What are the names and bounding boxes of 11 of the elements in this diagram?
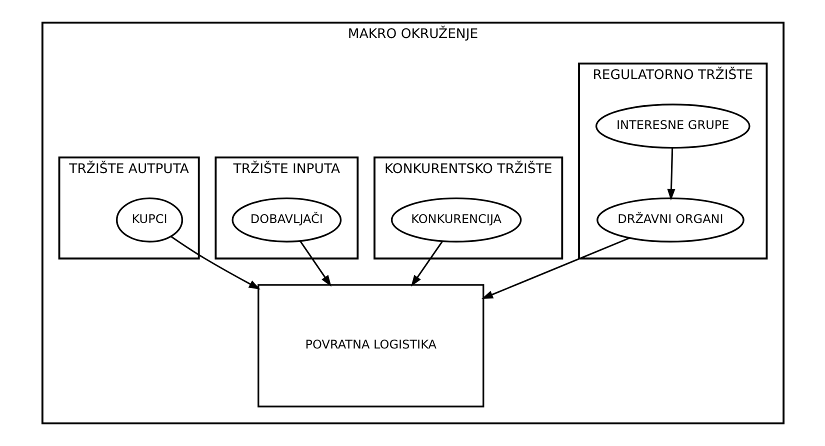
node-ellipse: INTERESNE GRUPE — [594, 104, 750, 149]
arrow — [299, 240, 331, 287]
node-ellipse: KUPCI — [116, 198, 183, 242]
node-ellipse: KONKURENCIJA — [390, 198, 522, 242]
node-ellipse: DRŽAVNI ORGANI — [596, 198, 744, 242]
arrow — [410, 241, 442, 287]
node-box: POVRATNA LOGISTIKA — [257, 284, 484, 408]
arrow — [666, 148, 675, 200]
arrow — [170, 236, 260, 290]
arrow — [480, 237, 630, 300]
node-ellipse: DOBAVLJAČI — [231, 198, 342, 242]
